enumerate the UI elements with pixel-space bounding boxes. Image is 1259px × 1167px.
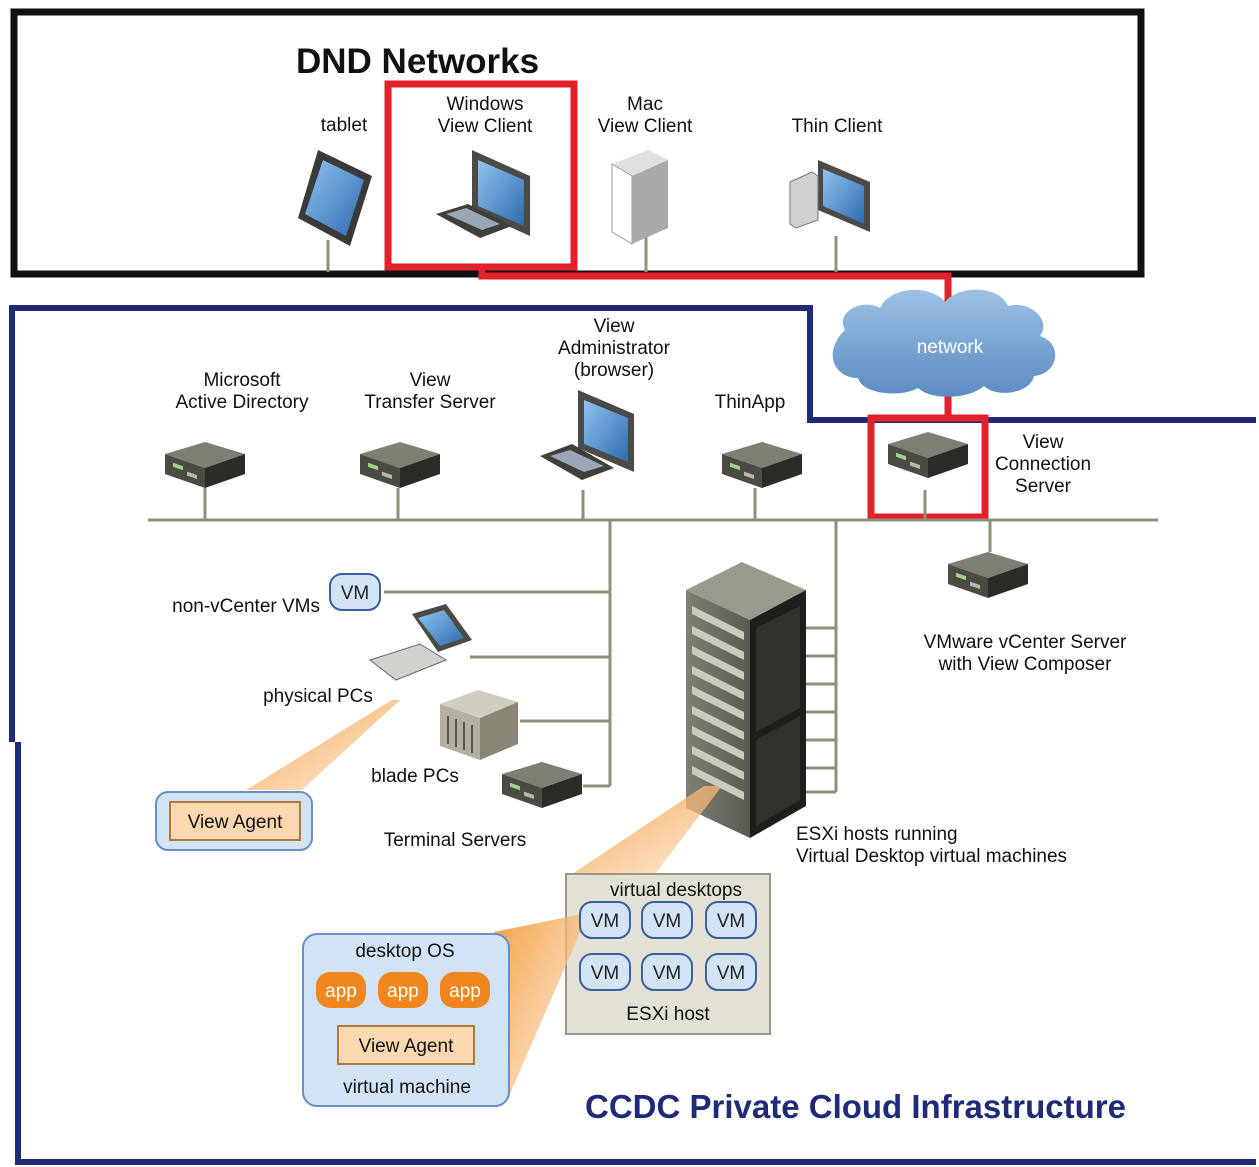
vd-vm-4-text: VM <box>591 963 620 984</box>
transfer-server-icon <box>360 442 440 488</box>
non-vcenter-label: non-vCenter VMs <box>172 596 320 617</box>
network-cloud-icon <box>832 289 1056 397</box>
connection-server-icon <box>888 432 968 478</box>
mac-label-line1: Mac <box>627 94 663 115</box>
vm-callout-beam <box>494 914 582 1094</box>
physical-view-agent-box <box>169 801 301 841</box>
windows-label-line1: Windows <box>446 94 523 115</box>
tablet-icon <box>298 150 372 246</box>
transfer-label-line1: View <box>410 370 451 391</box>
connection-label-line2: Connection <box>995 454 1091 475</box>
vd-vm-1-text: VM <box>591 911 620 932</box>
thin-client-label: Thin Client <box>792 116 884 137</box>
ccdc-title: CCDC Private Cloud Infrastructure <box>585 1088 1126 1125</box>
physical-agent-callout-beam <box>246 700 400 790</box>
transfer-label-line2: Transfer Server <box>364 392 496 413</box>
esxi-rack-label-line2: Virtual Desktop virtual machines <box>796 846 1067 867</box>
esxi-host-callout-beam <box>566 786 722 878</box>
app-badge-1 <box>316 972 366 1008</box>
terminal-server-icon <box>502 762 582 808</box>
connection-label-line3: Server <box>1015 476 1072 497</box>
ccdc-zone-border-bottom <box>15 742 1256 1165</box>
vd-vm-5-text: VM <box>653 963 682 984</box>
vd-vm-6-text: VM <box>717 963 746 984</box>
thin-client-icon <box>789 160 870 232</box>
connection-server-highlight <box>867 414 989 521</box>
esxi-rack-label-line1: ESXi hosts running <box>796 824 958 845</box>
physical-view-agent-label: View Agent <box>188 812 283 833</box>
non-vcenter-vm-text: VM <box>341 583 370 604</box>
esxi-host-label: ESXi host <box>626 1004 710 1025</box>
app-1-text: app <box>325 981 357 1002</box>
ad-label-line2: Active Directory <box>175 392 309 413</box>
windows-desktop-icon <box>436 150 530 238</box>
blade-pc-icon <box>440 690 518 760</box>
dnd-networks-title: DND Networks <box>296 42 539 81</box>
administrator-workstation-icon <box>540 390 634 480</box>
vcenter-label-line1: VMware vCenter Server <box>924 632 1127 653</box>
vcenter-server-icon <box>948 552 1028 598</box>
windows-label-line2: View Client <box>438 116 533 137</box>
red-path-client-to-network <box>478 267 952 320</box>
tablet-label: tablet <box>321 115 368 136</box>
esxi-rack-icon <box>686 562 806 838</box>
app-3-text: app <box>449 981 481 1002</box>
app-badge-3 <box>440 972 490 1008</box>
terminal-servers-label: Terminal Servers <box>384 830 527 851</box>
virtual-desktops-label: virtual desktops <box>610 880 742 901</box>
vm-view-agent-box <box>337 1025 475 1065</box>
virtual-machine-caption: virtual machine <box>343 1077 471 1098</box>
admin-label-line3: (browser) <box>574 360 654 381</box>
blade-pcs-label: blade PCs <box>371 766 459 787</box>
thinapp-label: ThinApp <box>715 392 786 413</box>
active-directory-server-icon <box>165 442 245 488</box>
vcenter-label-line2: with View Composer <box>938 654 1113 675</box>
network-label: network <box>917 337 984 358</box>
admin-label-line1: View <box>594 316 635 337</box>
app-badge-2 <box>378 972 428 1008</box>
vm-view-agent-label: View Agent <box>359 1036 454 1057</box>
laptop-icon <box>368 604 472 681</box>
connection-label-line1: View <box>1023 432 1064 453</box>
desktop-os-label: desktop OS <box>355 941 454 962</box>
ad-label-line1: Microsoft <box>203 370 281 391</box>
physical-pcs-label: physical PCs <box>263 686 373 707</box>
vd-vm-3-text: VM <box>717 911 746 932</box>
vd-vm-2-text: VM <box>653 911 682 932</box>
app-2-text: app <box>387 981 419 1002</box>
mac-tower-icon <box>611 150 668 245</box>
admin-label-line2: Administrator <box>558 338 671 359</box>
thinapp-server-icon <box>722 442 802 488</box>
mac-label-line2: View Client <box>598 116 693 137</box>
